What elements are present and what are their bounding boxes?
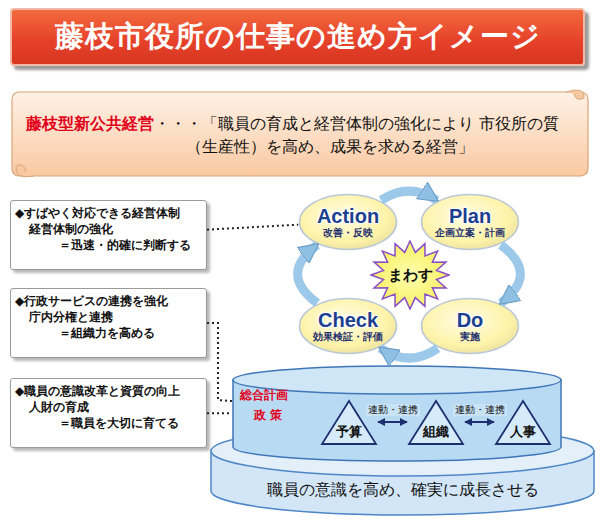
node-text: 経営体制の強化 [15,221,202,237]
node-heading: Plan [449,206,491,227]
node-heading: Do [457,310,484,331]
node-content: ◆行政サービスの連携を強化庁内分権と連携＝組織力を高める [11,289,206,357]
mission-scroll: 藤枝型新公共経営・・・「職員の育成と経営体制の強化により 市役所の質（生産性）を… [10,86,590,180]
node-text: ＝迅速・的確に判断する [15,237,202,253]
node-text: 改善・反映 [323,227,373,238]
node-text: 企画立案・計画 [435,227,505,238]
node-heading: 職員の意識を高め、確実に成長させる [210,480,595,501]
node-heading: 組織 [423,423,449,441]
scroll-curl [16,165,34,177]
node-heading: Check [318,310,378,331]
node-heading: まわす [388,266,433,285]
title-banner: 藤枝市役所の仕事の進め方イメージ [10,8,585,66]
node-text: 政 策 [254,407,282,424]
node-content: ◆職員の意識改革と資質の向上人財の育成＝職員を大切に育てる [11,379,206,447]
link-arrow [465,421,494,423]
node-text: ＝組織力を高める [15,325,202,341]
node-content: まわす [370,240,450,310]
link-arrow [378,421,407,423]
node-heading: 藤枝型新公共経営 [26,112,154,135]
policy-box: ◆職員の意識改革と資質の向上人財の育成＝職員を大切に育てる [10,378,207,448]
node-text: ・・・「職員の育成と経営体制の強化により 市役所の質（生産性）を高め、成果を求め… [154,112,566,158]
node-heading: ◆行政サービスの連携を強化 [15,293,202,309]
node-content: ◆すばやく対応できる経営体制経営体制の強化＝迅速・的確に判断する [11,201,206,269]
node-heading: Action [317,206,379,227]
node-heading: ◆すばやく対応できる経営体制 [15,205,202,221]
pdca-circle [300,195,397,250]
cycle-arrow [501,245,521,303]
dotted-leader [207,323,232,401]
pdca-circle [422,299,519,354]
edge-label: 連動・連携 [453,404,507,416]
title-text: 藤枝市役所の仕事の進め方イメージ [55,17,541,57]
cycle-arrow [298,245,318,303]
node-heading: ◆職員の意識改革と資質の向上 [15,383,202,399]
node-text: 庁内分権と連携 [15,309,202,325]
policy-box: ◆すばやく対応できる経営体制経営体制の強化＝迅速・的確に判断する [10,200,207,270]
scroll-body [12,92,588,176]
node-heading: 人事 [510,423,536,441]
node-text: 人財の育成 [15,399,202,415]
dotted-leader [207,412,232,414]
node-text: 実施 [460,331,480,342]
cycle-arrow [381,191,437,200]
star-burst [371,241,449,309]
node-text: ＝職員を大切に育てる [15,415,202,431]
node-heading: 総合計画 [240,387,288,404]
cycle-arrow [380,348,438,358]
star-burst: まわす [370,240,450,310]
edge-label: 連動・連携 [366,404,420,416]
dotted-leader [207,225,298,230]
node-content: 藤枝型新公共経営・・・「職員の育成と経営体制の強化により 市役所の質（生産性）を… [10,86,590,180]
scroll-curl [566,90,584,99]
pdca-circle [422,195,519,250]
policy-box: ◆行政サービスの連携を強化庁内分権と連携＝組織力を高める [10,288,207,358]
pdca-circle [300,299,397,354]
node-heading: 予算 [336,423,362,441]
node-text: 効果検証・評価 [313,331,383,342]
